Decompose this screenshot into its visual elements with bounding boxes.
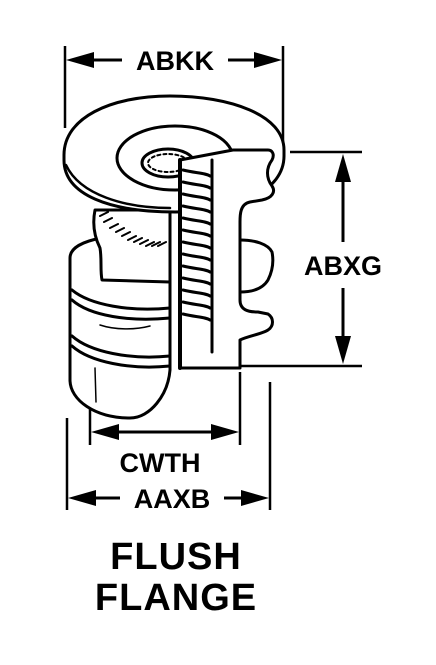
- section-shoulder-upper: [238, 238, 275, 294]
- arrowhead-right: [211, 424, 239, 440]
- neck-outline: [92, 208, 172, 284]
- top-width-dimension: [63, 46, 285, 150]
- internal-thread: [181, 168, 212, 322]
- neck-knurl: [99, 211, 167, 247]
- arrowhead-right: [254, 52, 282, 68]
- arrowhead-left: [66, 52, 94, 68]
- insert-body: [62, 94, 286, 420]
- arrowhead-left: [91, 424, 119, 440]
- flange-rim-line: [64, 163, 172, 210]
- overall-width-label: AAXB: [134, 484, 211, 514]
- barrel-groove-3: [70, 334, 172, 359]
- caption-line-2: FLANGE: [94, 577, 258, 619]
- arrowhead-down: [335, 336, 351, 364]
- inner-width-label: CWTH: [120, 448, 201, 478]
- barrel-groove-4: [70, 344, 172, 369]
- barrel-groove-1: [70, 288, 172, 311]
- barrel-groove-2: [70, 298, 172, 321]
- top-width-label: ABKK: [136, 46, 214, 76]
- overall-width-dimension: [65, 382, 272, 510]
- arrowhead-left: [68, 490, 96, 506]
- right-height-label: ABXG: [304, 251, 382, 281]
- cutaway-profile: [178, 148, 276, 370]
- arrowhead-up: [335, 154, 351, 182]
- arrowhead-right: [241, 490, 269, 506]
- caption-line-1: FLUSH: [110, 536, 242, 578]
